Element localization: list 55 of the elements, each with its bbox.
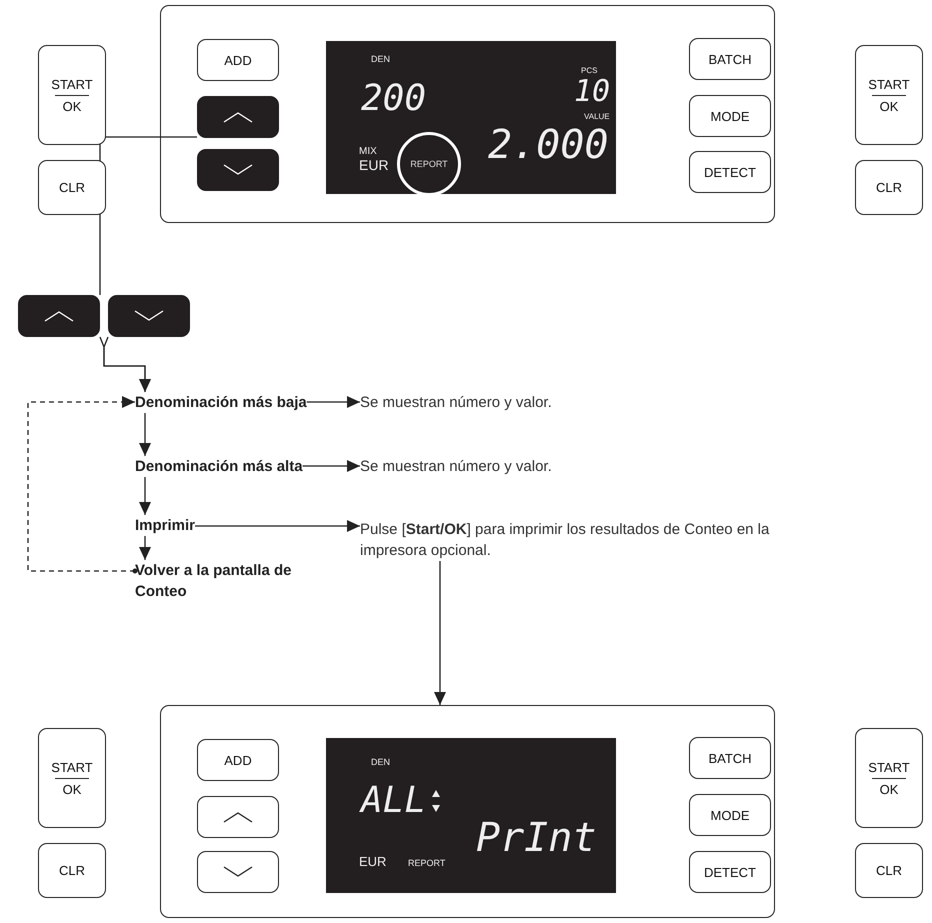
menu-item: Volver a la pantalla de Conteo (135, 560, 305, 602)
digit-readout: PrInt (476, 818, 596, 858)
batch-button: BATCH (689, 737, 771, 779)
digit-readout: ALL (361, 783, 426, 819)
clear-button: CLR (38, 843, 106, 898)
display-label: VALUE (584, 113, 610, 121)
mode-button: MODE (689, 95, 771, 137)
arrow (306, 396, 360, 408)
arrow (434, 561, 446, 705)
add-button: ADD (197, 39, 279, 81)
detect-button: DETECT (689, 851, 771, 893)
arrow (195, 520, 360, 532)
lcd-display (326, 738, 616, 893)
description-text: Se muestran número y valor. (360, 456, 552, 477)
menu-item: Denominación más baja (135, 392, 307, 413)
control-panel (160, 705, 775, 918)
digit-readout: 200 (361, 81, 426, 117)
start-ok-button: START OK (38, 45, 106, 145)
digit-readout: 2.000 (488, 125, 608, 165)
dashed-arrow (27, 396, 138, 574)
arrow (302, 460, 360, 472)
display-label: REPORT (408, 859, 446, 868)
batch-button: BATCH (689, 38, 771, 80)
control-panel (160, 5, 775, 223)
arrow (139, 536, 151, 560)
report-indicator: REPORT (397, 132, 461, 196)
up-button (18, 295, 100, 337)
down-button (197, 851, 279, 893)
add-button: ADD (197, 739, 279, 781)
start-ok-button: START OK (38, 728, 106, 828)
display-label: MIX (359, 147, 377, 157)
up-button (197, 96, 279, 138)
display-label: PCS (581, 67, 598, 75)
down-button (197, 149, 279, 191)
clear-button: CLR (38, 160, 106, 215)
up-button (197, 796, 279, 838)
arrow (139, 477, 151, 515)
menu-item: Imprimir (135, 515, 196, 536)
display-label: EUR (359, 855, 386, 868)
display-label: DEN (371, 758, 390, 767)
mode-button: MODE (689, 794, 771, 836)
menu-item: Denominación más alta (135, 456, 303, 477)
lcd-display (326, 41, 616, 194)
display-label: DEN (371, 55, 390, 64)
description-text: Se muestran número y valor. (360, 392, 552, 413)
arrow (139, 413, 151, 456)
description-text: Pulse [Start/OK] para imprimir los resultados de Conteo en la impresora opcional. (360, 519, 800, 561)
digit-readout: 10 (574, 77, 610, 107)
detect-button: DETECT (689, 151, 771, 193)
clear-button: CLR (855, 843, 923, 898)
start-ok-button: START OK (855, 45, 923, 145)
start-ok-button: START OK (855, 728, 923, 828)
display-label: EUR (359, 158, 389, 172)
down-button (108, 295, 190, 337)
clear-button: CLR (855, 160, 923, 215)
